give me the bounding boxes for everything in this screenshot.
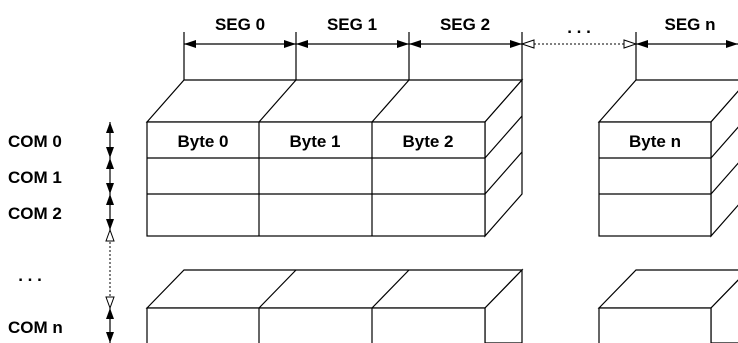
common-dimension-arrows (105, 122, 115, 343)
upper-block-top-face (145, 79, 524, 123)
lower-block-left (145, 268, 524, 343)
segment-dimension-arrows (184, 39, 738, 49)
byte-cell-0: Byte 0 (177, 132, 228, 151)
segment-label-1: SEG 1 (327, 15, 377, 34)
upper-block-left (145, 78, 524, 238)
segment-label-n: SEG n (664, 15, 715, 34)
common-ellipsis: . . . (18, 266, 42, 285)
segment-label-2: SEG 2 (440, 15, 490, 34)
upper-block-front-face (146, 121, 486, 237)
upper-block-right (597, 79, 738, 238)
segment-ellipsis: . . . (567, 18, 591, 37)
segment-extension-lines (183, 32, 637, 80)
lower-block-right (597, 269, 738, 343)
segment-label-0: SEG 0 (215, 15, 265, 34)
common-label-n: COM n (8, 318, 63, 337)
common-label-2: COM 2 (8, 204, 62, 223)
common-label-1: COM 1 (8, 168, 62, 187)
byte-cell-n: Byte n (629, 132, 681, 151)
byte-cell-2: Byte 2 (402, 132, 453, 151)
common-label-0: COM 0 (8, 132, 62, 151)
byte-cell-1: Byte 1 (289, 132, 340, 151)
